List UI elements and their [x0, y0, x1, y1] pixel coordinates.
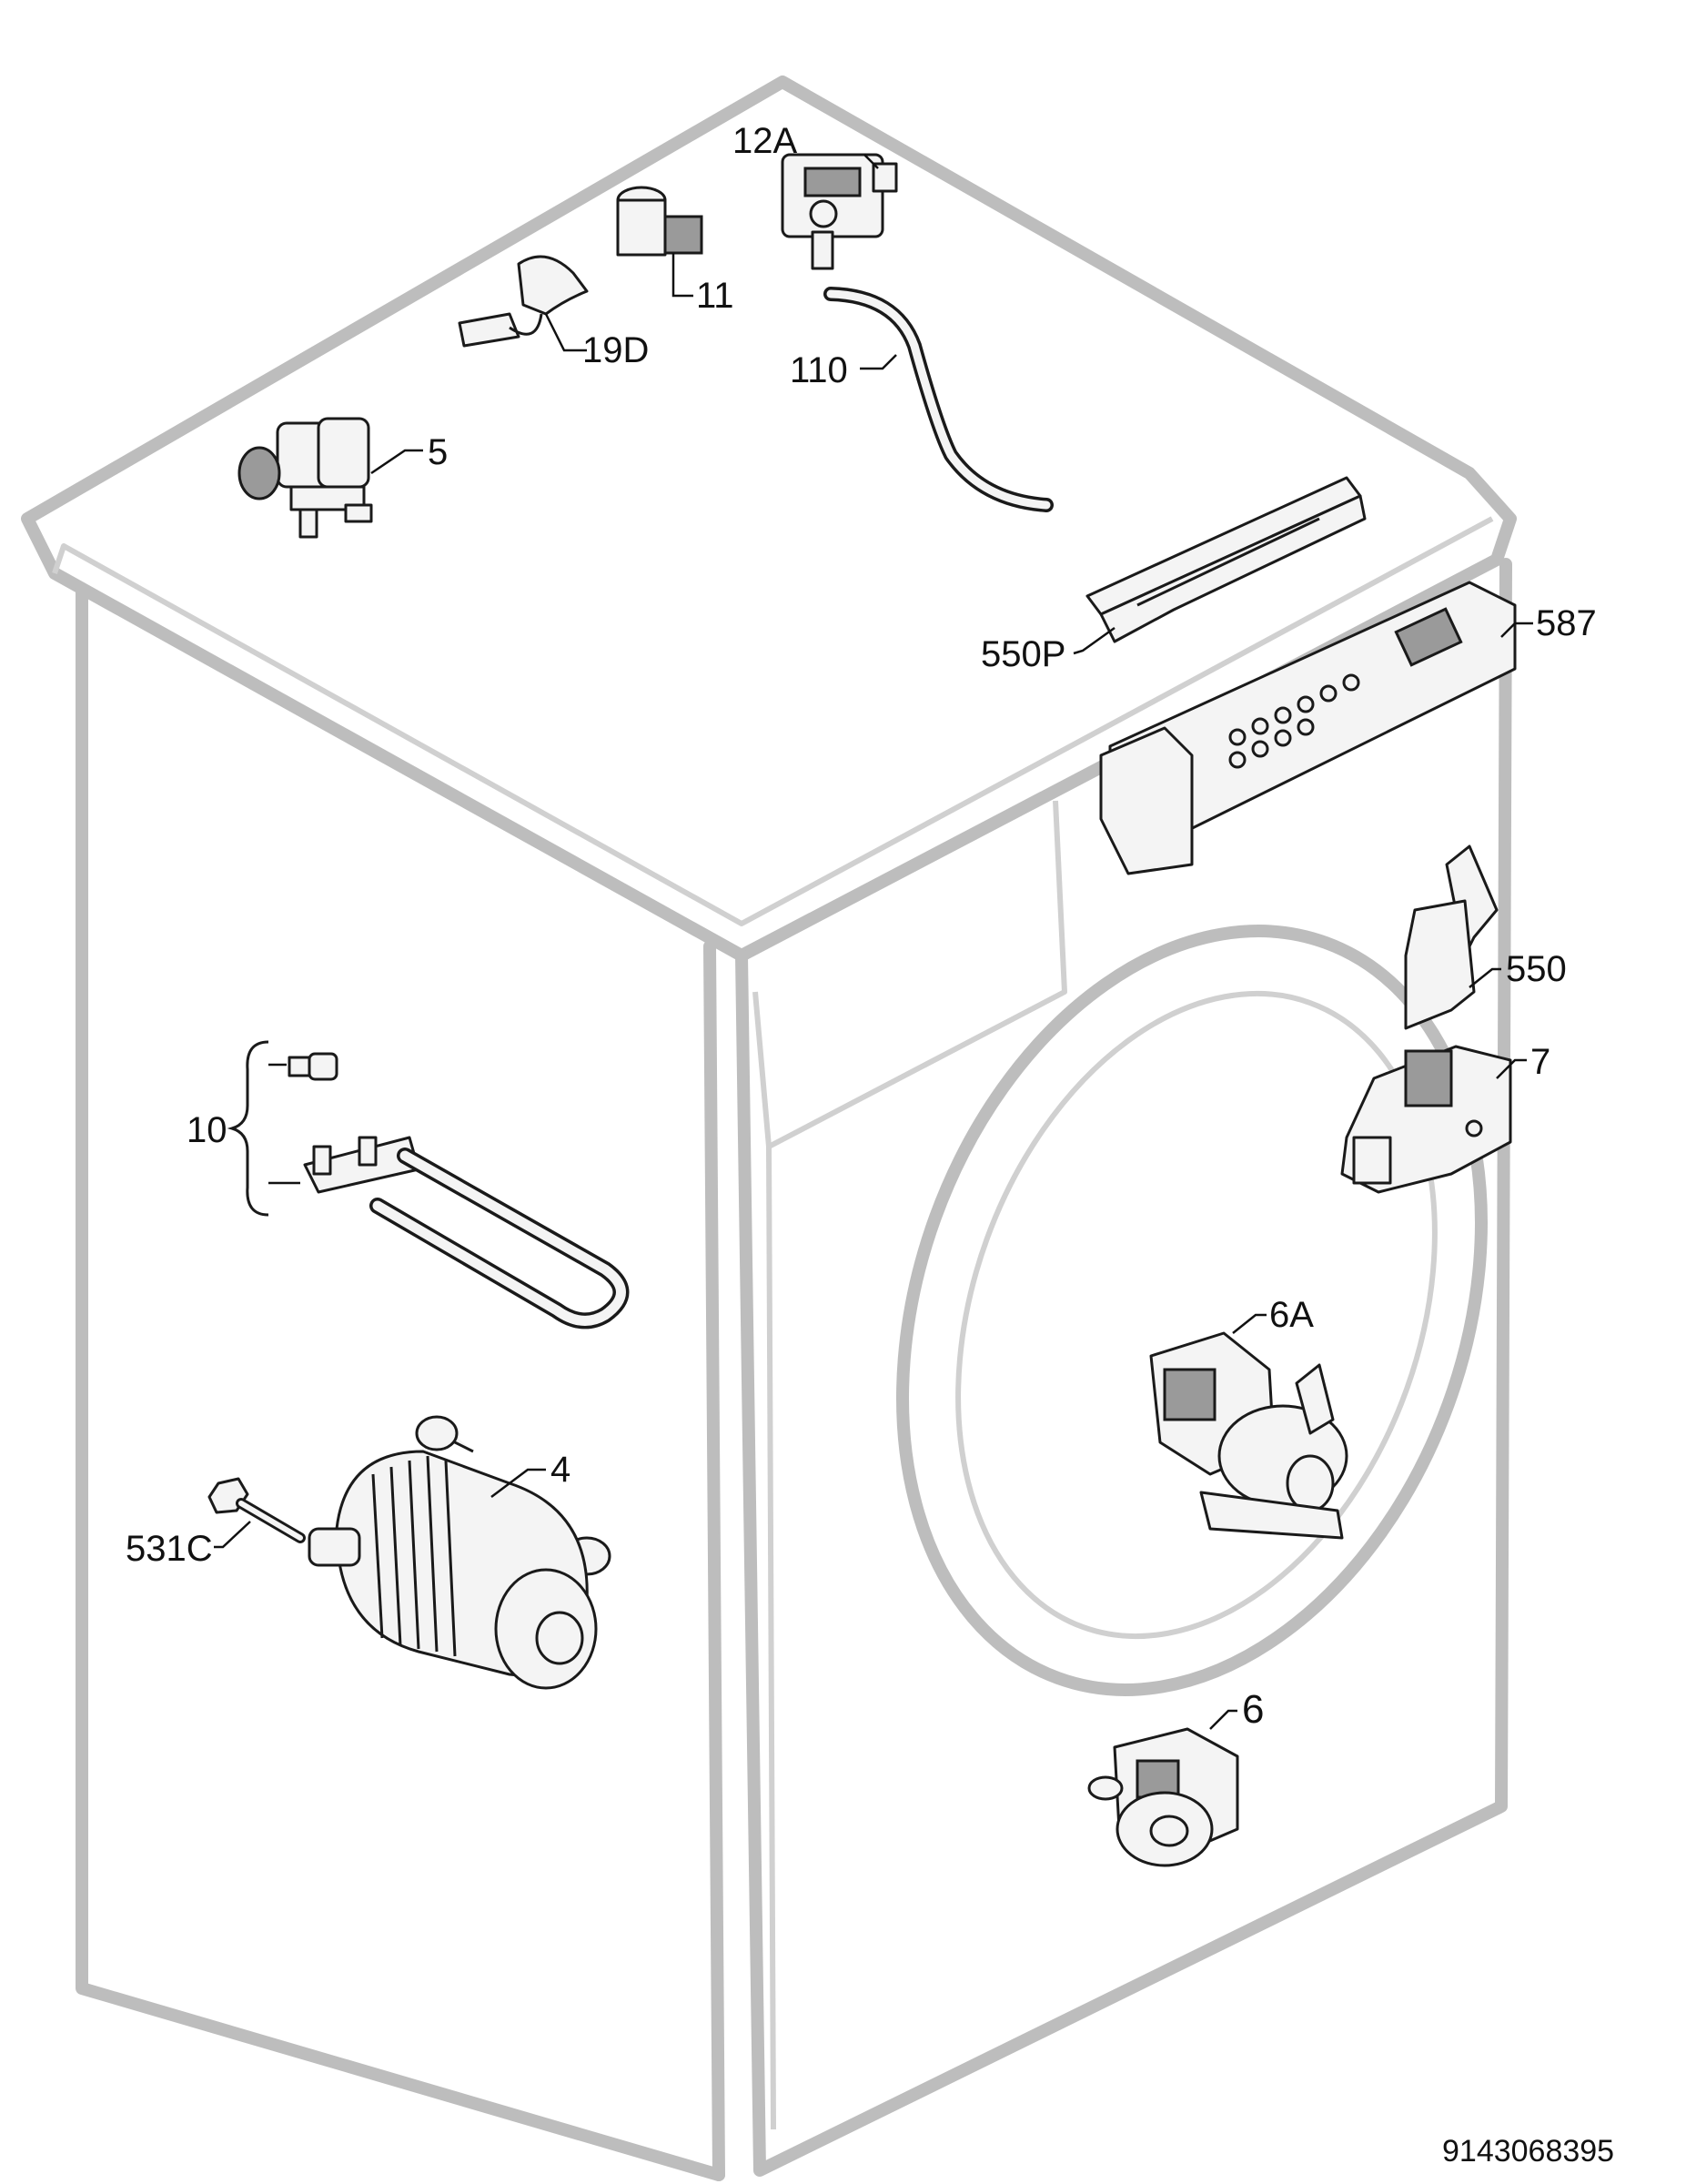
document-code: 9143068395	[1442, 2134, 1614, 2169]
callout-531c-label: 531C	[126, 1529, 213, 1569]
part-4-motor	[308, 1415, 611, 1690]
part-12a-pressure-switch	[781, 153, 898, 270]
callout-11-label: 11	[696, 276, 734, 316]
part-19d-hose-clip	[458, 255, 589, 352]
part-5-inlet-valve	[237, 417, 423, 539]
part-110-hose	[823, 287, 1054, 512]
callout-10-label: 10	[187, 1110, 227, 1150]
callout-12a-label: 12A	[732, 121, 797, 161]
callout-19d-label: 19D	[582, 330, 649, 370]
part-11-capacitor	[616, 186, 703, 298]
callout-550-label: 550	[1506, 949, 1567, 989]
callout-587-label: 587	[1536, 603, 1597, 643]
callout-labels: 12A 11 19D 110 5 550P 587 550 7 10 6A 4 …	[126, 121, 1597, 1732]
part-550-door-handle	[1404, 844, 1501, 1030]
part-587-control-board	[1099, 581, 1533, 875]
part-6a-drain-pump	[1149, 1313, 1348, 1540]
part-7-door-interlock	[1340, 1045, 1527, 1194]
part-10-heating-element	[227, 1040, 630, 1330]
part-531c-bolt	[207, 1477, 306, 1549]
callout-4-label: 4	[550, 1450, 570, 1490]
part-550p-panel	[1073, 476, 1367, 655]
callout-6-label: 6	[1242, 1687, 1264, 1732]
board-components	[1228, 673, 1360, 769]
part-6-pump	[1087, 1709, 1239, 1867]
callout-5-label: 5	[428, 432, 448, 472]
callout-6a-label: 6A	[1269, 1295, 1314, 1335]
callout-110-label: 110	[790, 350, 848, 390]
callout-550p-label: 550P	[981, 634, 1065, 674]
cabinet-outline	[21, 76, 1517, 2181]
callout-7-label: 7	[1530, 1042, 1550, 1082]
